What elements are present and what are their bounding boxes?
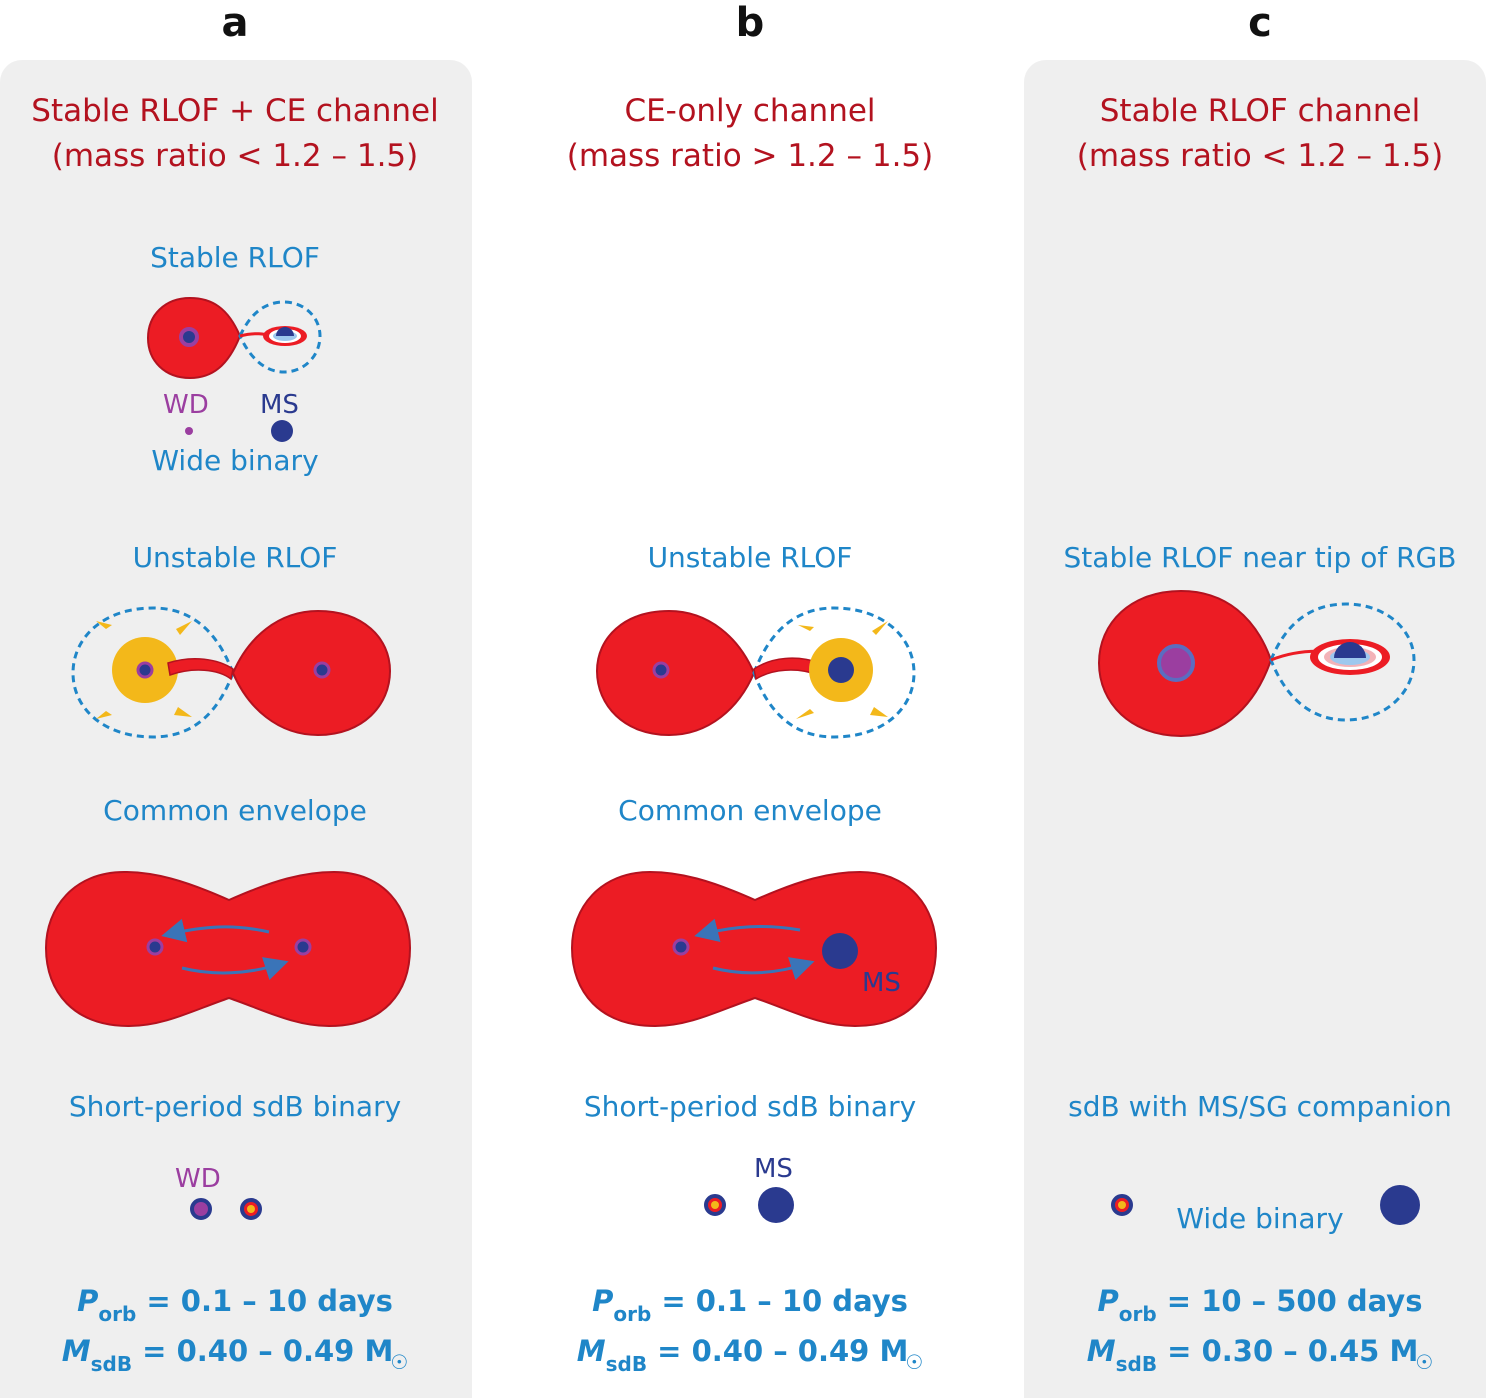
final-binary bbox=[1111, 1185, 1420, 1225]
final-binary bbox=[190, 1198, 262, 1220]
final-binary bbox=[704, 1187, 794, 1223]
ms-companion bbox=[758, 1187, 794, 1223]
ms-companion-label: MS bbox=[754, 1154, 793, 1184]
stage-label-final: Short-period sdB binary bbox=[583, 1090, 917, 1123]
panel-letter: b bbox=[735, 0, 765, 46]
stage-label-final: Short-period sdB binary bbox=[68, 1090, 402, 1123]
outflow-arrow bbox=[174, 707, 192, 717]
wide-binary-caption: Wide binary bbox=[1176, 1202, 1344, 1235]
common-envelope-diagram bbox=[570, 870, 938, 1028]
wide-binary-caption: Wide binary bbox=[151, 444, 319, 477]
outflow-arrow bbox=[870, 707, 888, 717]
ms-star bbox=[822, 933, 858, 969]
wd-companion-label: WD bbox=[175, 1164, 221, 1194]
wd-label: WD bbox=[163, 390, 209, 420]
orbit-arrow bbox=[181, 957, 289, 981]
orbital-period-range: Porb = 0.1 – 10 days bbox=[592, 1284, 908, 1326]
outflow-arrow bbox=[96, 621, 112, 629]
channel-title: CE-only channel bbox=[624, 93, 876, 129]
outflow-arrow bbox=[96, 711, 112, 719]
ms-sg-companion bbox=[1380, 1185, 1420, 1225]
wd-companion bbox=[190, 1198, 212, 1220]
donor-roche-lobe bbox=[231, 609, 392, 737]
stable-rlof-diagram bbox=[146, 296, 322, 380]
orbit-arrow bbox=[161, 918, 270, 943]
common-envelope-diagram bbox=[44, 870, 412, 1028]
ms-label: MS bbox=[260, 390, 299, 420]
donor-core bbox=[313, 661, 331, 679]
stage-label-common-envelope: Common envelope bbox=[103, 794, 367, 827]
stage-label-final: sdB with MS/SG companion bbox=[1068, 1090, 1452, 1123]
panel-letter: c bbox=[1248, 0, 1272, 46]
channel-title: Stable RLOF channel bbox=[1099, 93, 1421, 129]
sdb-mass-range: MsdB = 0.30 – 0.45 M☉ bbox=[1086, 1334, 1434, 1376]
common-envelope bbox=[44, 870, 412, 1028]
unstable-rlof-diagram bbox=[595, 606, 916, 739]
mass-ratio-condition: (mass ratio < 1.2 – 1.5) bbox=[51, 138, 419, 174]
panel-b: b CE-only channel (mass ratio > 1.2 – 1.… bbox=[520, 0, 980, 1398]
orbital-period-range: Porb = 10 – 500 days bbox=[1097, 1284, 1423, 1326]
panel-a: a Stable RLOF + CE channel (mass ratio <… bbox=[0, 0, 470, 1398]
ms-star bbox=[1334, 642, 1366, 658]
orbit-arrow bbox=[694, 918, 801, 943]
stage-label-unstable-rlof: Unstable RLOF bbox=[132, 541, 338, 574]
panel-c-background bbox=[1024, 60, 1486, 1398]
accretor-roche-lobe bbox=[238, 300, 322, 374]
outflow-arrow bbox=[872, 621, 888, 635]
mass-transfer-stream bbox=[167, 658, 234, 681]
stable-rlof-rgb-diagram bbox=[1097, 589, 1416, 738]
mass-ratio-condition: (mass ratio < 1.2 – 1.5) bbox=[1076, 138, 1444, 174]
donor-roche-lobe bbox=[595, 609, 756, 737]
channel-title: Stable RLOF + CE channel bbox=[31, 93, 439, 129]
ms-dot bbox=[271, 420, 293, 442]
accretor-roche-lobe bbox=[1269, 602, 1416, 722]
donor-core bbox=[1157, 644, 1195, 682]
stage-label-stable-rlof-rgb: Stable RLOF near tip of RGB bbox=[1063, 541, 1457, 574]
outflow-arrow bbox=[796, 709, 814, 719]
stage-label-common-envelope: Common envelope bbox=[618, 794, 882, 827]
panel-a-background bbox=[0, 60, 472, 1398]
wd-core bbox=[179, 327, 199, 347]
unstable-rlof-diagram bbox=[71, 606, 392, 739]
donor-core bbox=[672, 938, 690, 956]
wide-binary-pair bbox=[185, 420, 293, 442]
ms-label: MS bbox=[862, 968, 901, 998]
donor-core bbox=[652, 661, 670, 679]
donor-core bbox=[294, 938, 312, 956]
outflow-arrow bbox=[176, 621, 192, 635]
sdb-mass-range: MsdB = 0.40 – 0.49 M☉ bbox=[61, 1334, 409, 1376]
orbital-period-range: Porb = 0.1 – 10 days bbox=[77, 1284, 393, 1326]
panel-c: c Stable RLOF channel (mass ratio < 1.2 … bbox=[1030, 0, 1486, 1398]
stage-label-stable-rlof: Stable RLOF bbox=[150, 241, 320, 274]
outflow-arrow bbox=[798, 625, 814, 631]
panel-letter: a bbox=[221, 0, 249, 46]
sdb-mass-range: MsdB = 0.40 – 0.49 M☉ bbox=[576, 1334, 924, 1376]
ms-star bbox=[828, 657, 854, 683]
orbit-arrow bbox=[712, 957, 815, 981]
wd-dot bbox=[185, 427, 193, 435]
mass-ratio-condition: (mass ratio > 1.2 – 1.5) bbox=[566, 138, 934, 174]
wd-core bbox=[146, 938, 164, 956]
ms-star bbox=[276, 327, 294, 336]
wd-core bbox=[136, 661, 154, 679]
common-envelope bbox=[570, 870, 938, 1028]
stage-label-unstable-rlof: Unstable RLOF bbox=[647, 541, 853, 574]
